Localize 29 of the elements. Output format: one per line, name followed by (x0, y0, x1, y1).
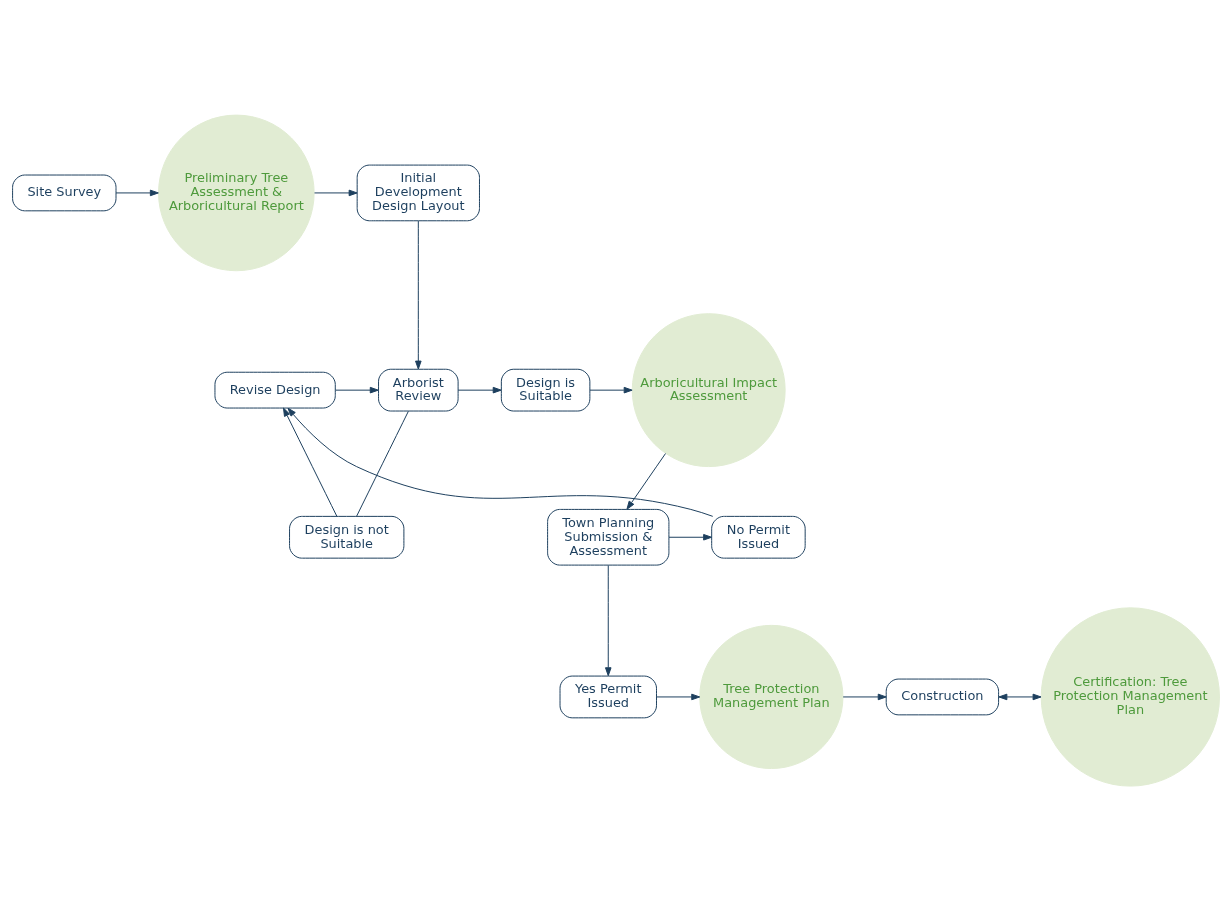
arrow (287, 407, 714, 517)
node-circle: Tree Protection Management Plan (699, 624, 844, 769)
node-box: Design is Suitable (500, 368, 591, 412)
arrow (656, 693, 701, 700)
arrow (335, 386, 379, 393)
node-box: Site Survey (12, 174, 117, 211)
node-box: Arborist Review (378, 368, 459, 412)
arrow (314, 189, 358, 196)
arrow (604, 564, 612, 676)
node-circle: Arboricultural Impact Assessment (631, 312, 786, 467)
arrow (415, 220, 422, 370)
node-box: Revise Design (214, 371, 336, 409)
connector (356, 410, 409, 517)
node-box: Yes Permit Issued (559, 675, 657, 718)
arrow (842, 693, 887, 700)
node-box: No Permit Issued (711, 515, 806, 559)
arrow (626, 452, 666, 510)
node-box: Town Planning Submission & Assessment (547, 508, 670, 566)
arrow (457, 386, 502, 393)
node-circle: Preliminary Tree Assessment & Arboricultural Report (158, 114, 315, 271)
node-box: Design is not Suitable (289, 515, 405, 559)
node-box: Initial Development Design Layout (356, 164, 480, 221)
node-box: Construction (885, 678, 1000, 715)
arrow (282, 407, 338, 517)
arrow (115, 189, 159, 196)
arrow (668, 533, 713, 541)
node-circle: Certification: Tree Protection Management Plan (1040, 606, 1220, 787)
arrow (998, 693, 1042, 700)
arrow (589, 386, 633, 393)
